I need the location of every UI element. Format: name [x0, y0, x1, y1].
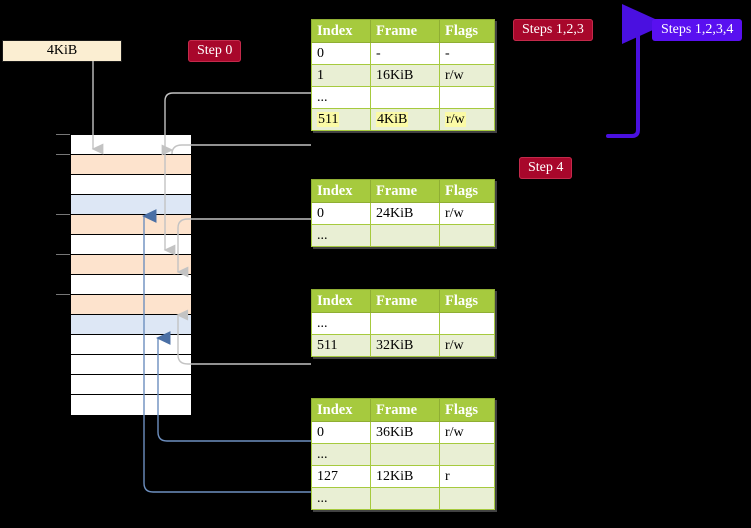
cell-flags — [439, 443, 495, 466]
memory-frame-row — [71, 215, 191, 235]
table-row: ... — [311, 86, 495, 109]
cell-flags: r/w — [439, 108, 495, 131]
memory-frame-row — [71, 355, 191, 375]
memory-frame-row — [71, 295, 191, 315]
cell-flags: r/w — [439, 421, 495, 444]
memory-row-tick — [56, 134, 70, 135]
cell-index: 511 — [311, 334, 371, 357]
cell-frame: - — [370, 42, 440, 65]
column-header-index: Index — [311, 289, 371, 313]
cell-frame — [370, 86, 440, 109]
cell-flags: r/w — [439, 64, 495, 87]
memory-frame-row — [71, 155, 191, 175]
memory-row-tick — [56, 214, 70, 215]
memory-row-tick — [56, 254, 70, 255]
connector-pd-to-memory — [176, 309, 311, 365]
cell-index: 511 — [311, 108, 371, 131]
cell-flags: r/w — [439, 202, 495, 225]
column-header-frame: Frame — [370, 289, 440, 313]
cell-frame: 12KiB — [370, 465, 440, 488]
cell-index: 0 — [311, 202, 371, 225]
memory-frame-row — [71, 395, 191, 415]
cell-index: 0 — [311, 421, 371, 444]
memory-block-label: 4KiB — [46, 43, 78, 58]
cell-flags — [439, 224, 495, 247]
table-row: ... — [311, 487, 495, 510]
cell-frame: 36KiB — [370, 421, 440, 444]
cell-index: 0 — [311, 42, 371, 65]
column-header-flags: Flags — [439, 398, 495, 422]
badge-step-0: Step 0 — [188, 40, 242, 62]
badge-steps-123: Steps 1,2,3 — [513, 19, 593, 41]
table-row: ... — [311, 312, 495, 335]
cell-flags — [439, 487, 495, 510]
badge-step-4: Step 4 — [519, 157, 573, 179]
memory-frame-row — [71, 275, 191, 295]
cell-frame — [370, 487, 440, 510]
memory-frame-row — [71, 235, 191, 255]
cell-index: 1 — [311, 64, 371, 87]
table-row: ... — [311, 443, 495, 466]
column-header-flags: Flags — [439, 179, 495, 203]
cell-index: ... — [311, 86, 371, 109]
cell-flags: r — [439, 465, 495, 488]
cell-frame — [370, 443, 440, 466]
cell-frame: 16KiB — [370, 64, 440, 87]
column-header-flags: Flags — [439, 19, 495, 43]
memory-frame-row — [71, 195, 191, 215]
column-header-index: Index — [311, 398, 371, 422]
memory-row-tick — [56, 154, 70, 155]
connector-pml4-511-to-memory — [161, 144, 311, 156]
column-header-index: Index — [311, 179, 371, 203]
physical-memory-column — [70, 134, 191, 415]
memory-frame-row — [71, 135, 191, 155]
memory-frame-row — [71, 375, 191, 395]
column-header-index: Index — [311, 19, 371, 43]
cell-frame: 24KiB — [370, 202, 440, 225]
column-header-frame: Frame — [370, 19, 440, 43]
memory-frame-row — [71, 315, 191, 335]
cell-frame — [370, 224, 440, 247]
cell-flags — [439, 312, 495, 335]
badge-steps-1234: Steps 1,2,3,4 — [652, 19, 743, 41]
column-header-frame: Frame — [370, 398, 440, 422]
memory-row-tick — [56, 294, 70, 295]
memory-frame-row — [71, 255, 191, 275]
cell-frame — [370, 312, 440, 335]
cell-index: ... — [311, 443, 371, 466]
cell-index: 127 — [311, 465, 371, 488]
cell-flags: r/w — [439, 334, 495, 357]
steps-bracket-arrow — [606, 4, 666, 138]
cell-flags: - — [439, 42, 495, 65]
cell-index: ... — [311, 487, 371, 510]
cell-frame: 32KiB — [370, 334, 440, 357]
cell-flags — [439, 86, 495, 109]
memory-frame-row — [71, 335, 191, 355]
cell-frame: 4KiB — [370, 108, 440, 131]
memory-frame-row — [71, 175, 191, 195]
cell-index: ... — [311, 312, 371, 335]
column-header-frame: Frame — [370, 179, 440, 203]
connector-pdpt-to-pd — [176, 218, 311, 278]
memory-block-4kib: 4KiB — [2, 40, 122, 62]
column-header-flags: Flags — [439, 289, 495, 313]
table-row: 0-- — [311, 42, 495, 65]
cell-index: ... — [311, 224, 371, 247]
table-row: ... — [311, 224, 495, 247]
